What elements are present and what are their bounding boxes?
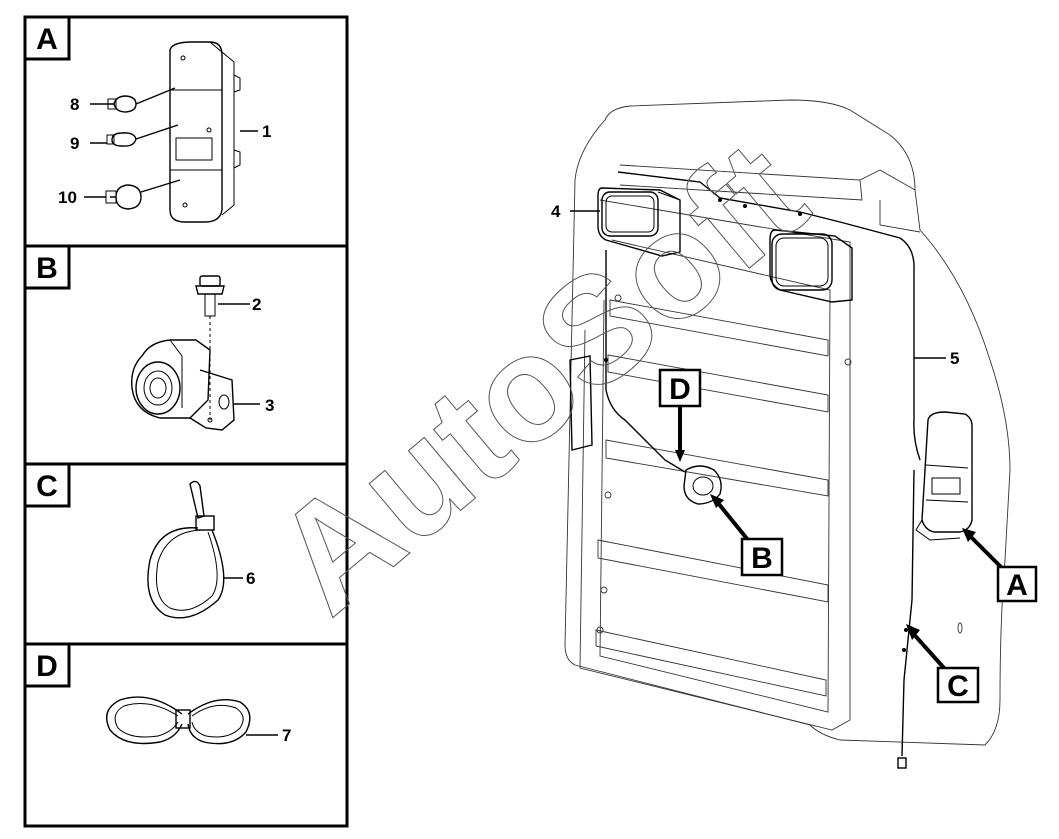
rear-camera (683, 465, 722, 505)
panel-c-letter: C (36, 470, 58, 503)
callout-2: 2 (252, 295, 261, 314)
rear-tail-lamp (915, 411, 973, 541)
callout-5: 5 (950, 349, 959, 368)
callout-9: 9 (70, 134, 79, 153)
callout-10: 10 (58, 188, 77, 207)
main-callout-b: B (710, 494, 784, 577)
detail-panel-b: B 2 3 (23, 244, 349, 466)
callout-4: 4 (551, 202, 561, 221)
callout-3: 3 (265, 396, 274, 415)
svg-text:A: A (1006, 569, 1028, 602)
detail-panel-c: C 6 (23, 462, 349, 646)
svg-text:C: C (947, 670, 969, 703)
left-work-light (597, 187, 681, 257)
callout-8: 8 (70, 95, 79, 114)
callout-7: 7 (282, 726, 291, 745)
panel-a-letter: A (36, 23, 58, 56)
cab-rear-assembly (564, 99, 1011, 769)
tail-lamp-drawing (169, 41, 241, 223)
double-clamp-drawing (106, 696, 251, 745)
main-callout-a: A (962, 528, 1038, 603)
bolt-drawing (195, 275, 225, 420)
callout-1: 1 (262, 122, 271, 141)
svg-text:D: D (669, 373, 691, 406)
main-callout-c: C (906, 624, 980, 704)
detail-panel-a: A (23, 15, 349, 248)
panel-d-letter: D (36, 650, 58, 683)
camera-bracket-drawing (131, 339, 235, 431)
svg-text:B: B (751, 542, 773, 575)
detail-panel-d: D 7 (23, 642, 349, 828)
panel-b-letter: B (36, 252, 58, 285)
main-callout-d: D (658, 368, 702, 462)
cable-tie-drawing (147, 480, 225, 619)
right-work-light (769, 229, 853, 303)
callout-6: 6 (246, 569, 255, 588)
